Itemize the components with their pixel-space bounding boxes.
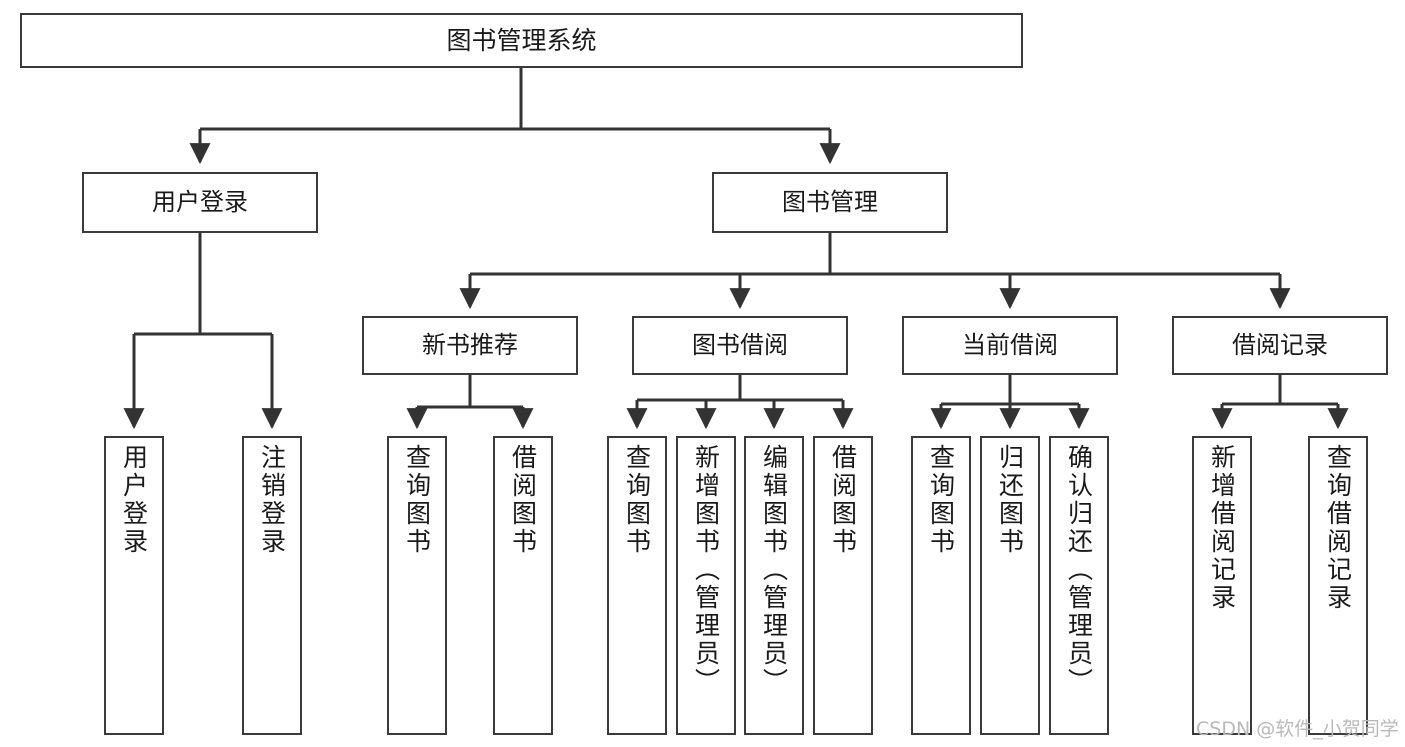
leaf-book-borrow-edit[interactable]: 编辑图书（管理员） [744,436,804,735]
node-label: 当前借阅 [962,331,1058,360]
node-borrow-record[interactable]: 借阅记录 [1172,316,1388,375]
leaf-new-book-query[interactable]: 查询图书 [387,436,447,735]
csdn-watermark: CSDN @软件_小贺同学 [1196,718,1399,740]
node-label: 查询图书 [622,444,652,556]
node-label: 注销登录 [257,444,287,556]
node-label: 新增借阅记录 [1207,444,1237,612]
leaf-current-borrow-return[interactable]: 归还图书 [980,436,1040,735]
node-label: 查询借阅记录 [1323,444,1353,612]
node-label: 用户登录 [119,444,149,556]
leaf-book-borrow-borrow[interactable]: 借阅图书 [813,436,873,735]
node-label: 新增图书（管理员） [691,444,721,696]
node-label: 归还图书 [995,444,1025,556]
node-label: 新书推荐 [422,331,518,360]
node-label: 借阅图书 [828,444,858,556]
node-book-borrow[interactable]: 图书借阅 [632,316,848,375]
leaf-current-borrow-confirm-return[interactable]: 确认归还（管理员） [1049,436,1109,735]
leaf-new-book-borrow[interactable]: 借阅图书 [493,436,553,735]
leaf-user-login-logout[interactable]: 注销登录 [242,436,302,735]
node-new-book-recommend[interactable]: 新书推荐 [362,316,578,375]
node-book-management[interactable]: 图书管理 [712,172,948,233]
leaf-book-borrow-query[interactable]: 查询图书 [607,436,667,735]
node-label: 查询图书 [926,444,956,556]
node-label: 确认归还（管理员） [1064,444,1094,696]
leaf-borrow-record-add[interactable]: 新增借阅记录 [1192,436,1252,735]
leaf-user-login-login[interactable]: 用户登录 [104,436,164,735]
node-label: 图书管理系统 [446,25,597,55]
leaf-current-borrow-query[interactable]: 查询图书 [911,436,971,735]
node-user-login[interactable]: 用户登录 [82,172,318,233]
leaf-borrow-record-query[interactable]: 查询借阅记录 [1308,436,1368,735]
leaf-book-borrow-add[interactable]: 新增图书（管理员） [676,436,736,735]
node-label: 图书借阅 [692,331,788,360]
node-label: 查询图书 [402,444,432,556]
node-label: 用户登录 [152,188,248,217]
node-label: 图书管理 [782,188,878,217]
node-root-system[interactable]: 图书管理系统 [20,13,1023,68]
node-label: 借阅记录 [1232,331,1328,360]
node-label: 借阅图书 [508,444,538,556]
node-label: 编辑图书（管理员） [759,444,789,696]
node-current-borrow[interactable]: 当前借阅 [902,316,1118,375]
